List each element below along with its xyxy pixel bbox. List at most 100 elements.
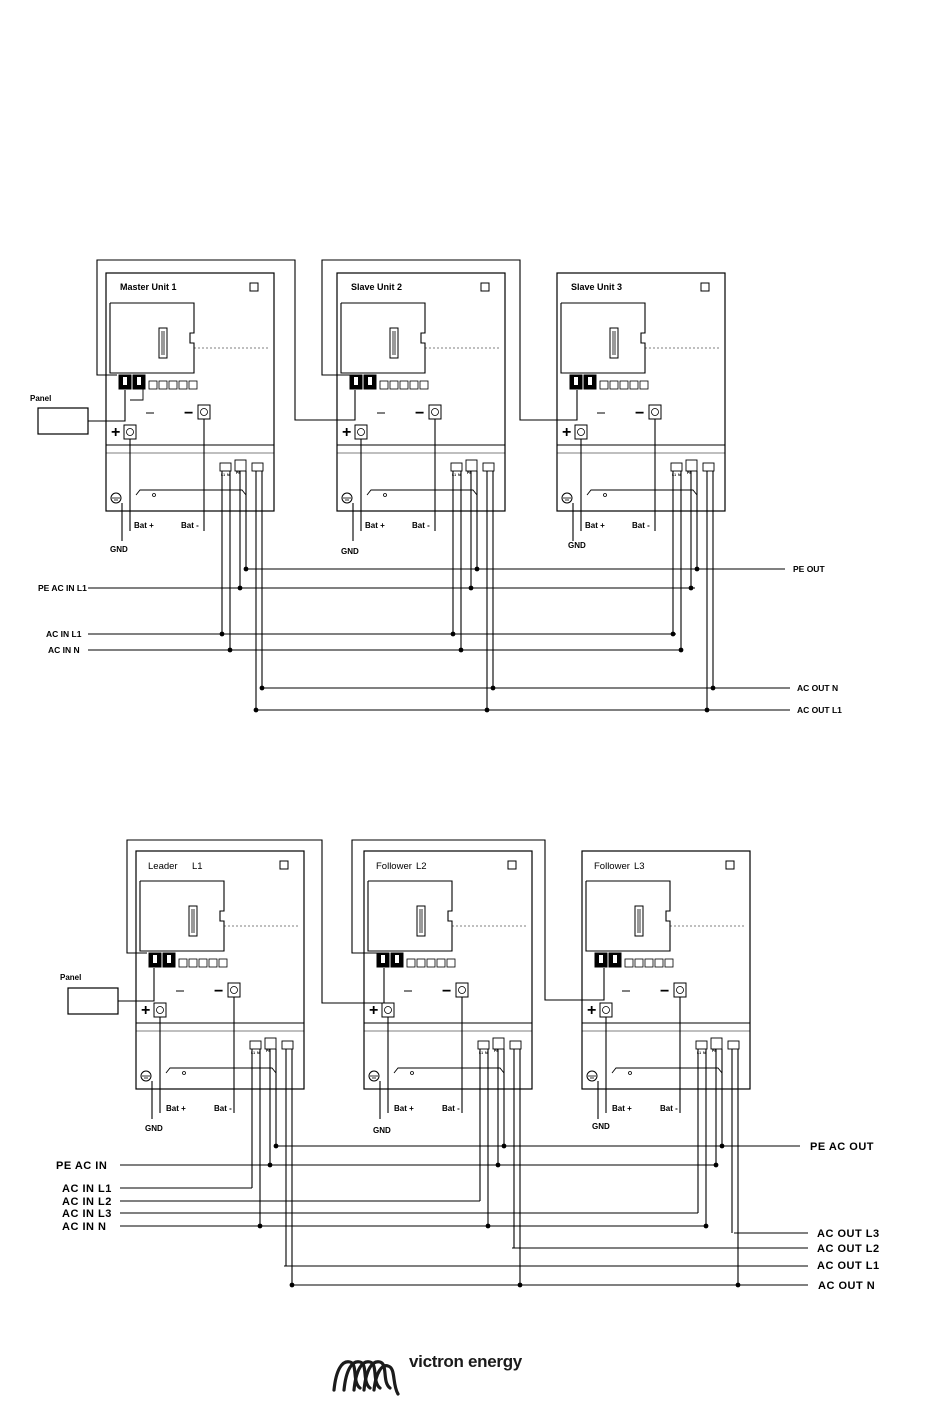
bat-plus-label: Bat + bbox=[585, 521, 605, 530]
panel-label: Panel bbox=[30, 394, 51, 403]
aux-terminal bbox=[178, 958, 188, 968]
ac-out-terminal bbox=[482, 462, 495, 472]
bat-minus-stud bbox=[197, 404, 211, 420]
gnd-label: GND bbox=[568, 541, 586, 550]
gnd-label: GND bbox=[373, 1126, 391, 1135]
aux-terminal bbox=[148, 380, 158, 390]
control-board bbox=[109, 302, 195, 374]
junction-dot bbox=[243, 566, 249, 572]
aux-terminal bbox=[158, 380, 168, 390]
rj45-slot bbox=[574, 377, 578, 385]
junction-dot bbox=[273, 1143, 279, 1149]
aux-terminal bbox=[664, 958, 674, 968]
terminal-label-pe: PE bbox=[712, 1049, 717, 1053]
status-led-box bbox=[249, 282, 259, 292]
bat-minus-label: Bat - bbox=[412, 521, 430, 530]
junction-dot bbox=[474, 566, 480, 572]
stud-bolt bbox=[431, 408, 439, 416]
terminal-label-l1: L1 bbox=[251, 1051, 255, 1055]
pe-terminal bbox=[264, 1037, 277, 1050]
bat-minus-stud bbox=[648, 404, 662, 420]
vebus-cable bbox=[96, 259, 356, 421]
unit-title: Master Unit 1 bbox=[120, 282, 177, 292]
bat-plus-stud bbox=[354, 424, 368, 440]
terminal-label-l1: L1 bbox=[672, 473, 676, 477]
junction-dot bbox=[710, 685, 716, 691]
junction-dot bbox=[450, 631, 456, 637]
unit-phase: L2 bbox=[416, 861, 427, 872]
terminal-label-n: N bbox=[458, 473, 461, 477]
control-board bbox=[367, 880, 453, 952]
ac-out-l3-label: AC OUT L3 bbox=[817, 1228, 880, 1240]
unit-title: Slave Unit 3 bbox=[571, 282, 622, 292]
rj45-slot bbox=[137, 377, 141, 385]
rj45-slot bbox=[123, 377, 127, 385]
ac-in-n-label: AC IN N bbox=[62, 1221, 106, 1233]
rj45-slot bbox=[588, 377, 592, 385]
ac-out-terminal bbox=[727, 1040, 740, 1050]
plus-sign: + bbox=[342, 424, 351, 441]
plus-sign: + bbox=[111, 424, 120, 441]
ac-in-l3-label: AC IN L3 bbox=[62, 1208, 112, 1220]
aux-terminal bbox=[198, 958, 208, 968]
stud-bolt bbox=[577, 428, 585, 436]
bat-minus-label: Bat - bbox=[181, 521, 199, 530]
minus-sign: − bbox=[214, 983, 223, 1000]
bat-minus-stud bbox=[428, 404, 442, 420]
control-board bbox=[560, 302, 646, 374]
dip-connector bbox=[188, 905, 198, 937]
gnd-label: GND bbox=[592, 1122, 610, 1131]
aux-terminal bbox=[644, 958, 654, 968]
terminal-label-n: N bbox=[678, 473, 681, 477]
ac-in-l2-label: AC IN L2 bbox=[62, 1196, 112, 1208]
junction-dot bbox=[713, 1162, 719, 1168]
rail-screw bbox=[383, 493, 387, 497]
control-board bbox=[340, 302, 426, 374]
bat-minus-label: Bat - bbox=[660, 1104, 678, 1113]
junction-dot bbox=[257, 1223, 263, 1229]
bat-plus-stud bbox=[574, 424, 588, 440]
rj45-slot bbox=[167, 955, 171, 963]
ac-in-terminal bbox=[219, 462, 232, 472]
junction-dot bbox=[495, 1162, 501, 1168]
status-led-box bbox=[700, 282, 710, 292]
bat-plus-label: Bat + bbox=[394, 1104, 414, 1113]
rail-screw bbox=[152, 493, 156, 497]
aux-terminal bbox=[406, 958, 416, 968]
stud-bolt bbox=[126, 428, 134, 436]
vebus-cable bbox=[321, 259, 578, 421]
stud-bolt bbox=[200, 408, 208, 416]
junction-dot bbox=[267, 1162, 273, 1168]
aux-terminal bbox=[188, 958, 198, 968]
aux-terminal bbox=[389, 380, 399, 390]
rj45-slot bbox=[613, 955, 617, 963]
gnd-label: GND bbox=[145, 1124, 163, 1133]
aux-terminal bbox=[634, 958, 644, 968]
bat-plus-label: Bat + bbox=[134, 521, 154, 530]
ac-in-terminal bbox=[450, 462, 463, 472]
status-led-box bbox=[480, 282, 490, 292]
unit-housing bbox=[135, 850, 305, 1090]
terminal-label-l1: L1 bbox=[479, 1051, 483, 1055]
ac-out-terminal bbox=[281, 1040, 294, 1050]
stud-bolt bbox=[357, 428, 365, 436]
minus-sign: − bbox=[635, 405, 644, 422]
rail-screw bbox=[410, 1071, 414, 1075]
junction-dot bbox=[458, 647, 464, 653]
bat-plus-stud bbox=[123, 424, 137, 440]
stud-bolt bbox=[458, 986, 466, 994]
junction-dot bbox=[694, 566, 700, 572]
rail-screw bbox=[182, 1071, 186, 1075]
junction-dot bbox=[678, 647, 684, 653]
panel-label: Panel bbox=[60, 973, 81, 982]
pe-ac-in-label: PE AC IN L1 bbox=[38, 583, 87, 593]
ac-in-terminal bbox=[670, 462, 683, 472]
cable-rail bbox=[165, 1067, 277, 1074]
stud-bolt bbox=[230, 986, 238, 994]
ac-in-n-label: AC IN N bbox=[48, 645, 80, 655]
